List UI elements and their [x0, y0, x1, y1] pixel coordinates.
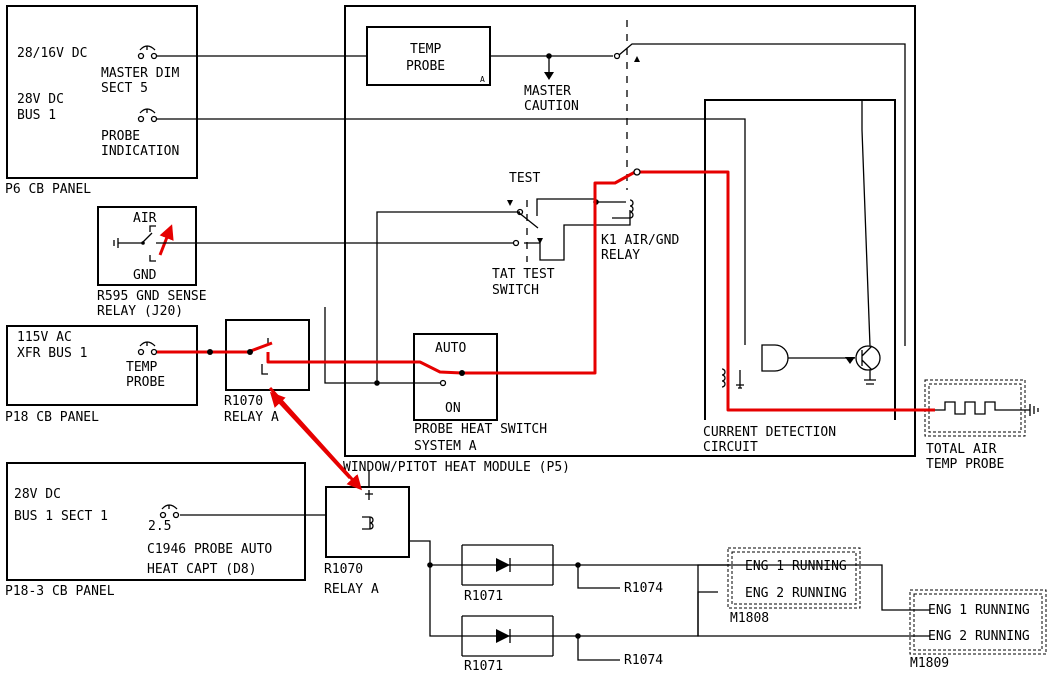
m1808-eng2: ENG 2 RUNNING: [745, 586, 847, 601]
probe-indication-breaker-label2: INDICATION: [101, 144, 179, 159]
tat-probe-label2: TEMP PROBE: [926, 457, 1004, 472]
p6-panel-label: P6 CB PANEL: [5, 182, 91, 197]
p18-3-bus-line2: BUS 1 SECT 1: [14, 509, 108, 524]
probe-heat-switch-box: [413, 333, 498, 421]
r1070-upper-label1: R1070: [224, 394, 263, 409]
test-label: TEST: [509, 171, 540, 186]
and-gate-icon: [761, 344, 789, 372]
module-label: WINDOW/PITOT HEAT MODULE (P5): [343, 460, 570, 475]
diode-upper: R1071 R1074: [461, 544, 663, 604]
black-wiring: [156, 20, 930, 637]
window-pitot-heat-module: WINDOW/PITOT HEAT MODULE (P5) TEMP PROBE…: [343, 5, 916, 475]
master-caution-label2: CAUTION: [524, 99, 579, 114]
highlighted-current-path: [157, 168, 935, 491]
p18-cb-panel: 115V AC XFR BUS 1 TEMP PROBE P18 CB PANE…: [5, 325, 198, 425]
r1074-lower-label: R1074: [624, 653, 663, 668]
r1071-upper-label: R1071: [464, 589, 503, 604]
master-dim-breaker-label2: SECT 5: [101, 81, 148, 96]
m1808-eng1: ENG 1 RUNNING: [745, 559, 847, 574]
gnd-sense-air-label: AIR: [133, 211, 157, 226]
temp-probe-tag: A: [480, 75, 485, 84]
p18-3-breaker-rating: 2.5: [148, 519, 171, 534]
p18-3-breaker-label1: C1946 PROBE AUTO: [147, 542, 272, 557]
master-caution-arrow-icon: [544, 72, 554, 80]
k1-relay-label1: K1 AIR/GND: [601, 233, 679, 248]
r1070-relay-upper: R1070 RELAY A: [224, 319, 310, 425]
p18-3-bus-line1: 28V DC: [14, 487, 61, 502]
transistor-icon: [855, 345, 881, 371]
gnd-sense-label-line2: RELAY (J20): [97, 304, 183, 319]
tat-probe-label1: TOTAL AIR: [926, 442, 997, 457]
current-detection-box: [704, 99, 896, 420]
tat-test-switch-label1: TAT TEST: [492, 267, 555, 282]
gnd-sense-gnd-label: GND: [133, 268, 157, 283]
relay-link-arrow-up: [269, 391, 352, 480]
detection-coil-icon: [721, 368, 744, 389]
r1071-lower-label: R1071: [464, 659, 503, 674]
p18-bus-line1: 115V AC: [17, 330, 72, 345]
m1809-label: M1809: [910, 656, 949, 671]
p18-3-cb-panel: 28V DC BUS 1 SECT 1 2.5 C1946 PROBE AUTO…: [5, 462, 306, 599]
probe-heat-on-label: ON: [445, 401, 461, 416]
m1809-module: ENG 1 RUNNING ENG 2 RUNNING M1809: [909, 589, 1047, 671]
temp-probe-label2: PROBE: [406, 59, 445, 74]
probe-heat-auto-label: AUTO: [435, 341, 466, 356]
p18-panel-label: P18 CB PANEL: [5, 410, 99, 425]
m1809-eng2: ENG 2 RUNNING: [928, 629, 1030, 644]
p18-3-breaker-label2: HEAT CAPT (D8): [147, 562, 257, 577]
temp-probe-label1: TEMP: [410, 42, 441, 57]
tat-test-switch-label2: SWITCH: [492, 283, 539, 298]
r1074-upper-label: R1074: [624, 581, 663, 596]
probe-indication-breaker-icon: [137, 108, 158, 123]
m1808-label: M1808: [730, 611, 769, 626]
r1070-lower-label1: R1070: [324, 562, 363, 577]
p18-bus-line2: XFR BUS 1: [17, 346, 87, 361]
total-air-temp-probe: TOTAL AIR TEMP PROBE: [924, 379, 1039, 472]
r1070-lower-label2: RELAY A: [324, 582, 379, 597]
probe-heat-switch-label2: SYSTEM A: [414, 439, 477, 454]
diode-lower: R1071 R1074: [461, 615, 663, 674]
p6-bus2-line2: BUS 1: [17, 108, 56, 123]
temp-probe-breaker-label2: PROBE: [126, 375, 165, 390]
r1070-upper-label2: RELAY A: [224, 410, 279, 425]
relay-lower-contact: [365, 490, 373, 500]
p6-bus1-line1: 28/16V DC: [17, 46, 87, 61]
probe-auto-breaker-icon: [159, 504, 180, 519]
m1808-module: ENG 1 RUNNING ENG 2 RUNNING M1808: [727, 547, 861, 626]
current-detection-label1: CURRENT DETECTION: [703, 425, 836, 440]
p6-cb-panel: 28/16V DC 28V DC BUS 1 MASTER DIM SECT 5…: [5, 5, 198, 197]
p6-bus2-line1: 28V DC: [17, 92, 64, 107]
current-detection-label2: CIRCUIT: [703, 440, 758, 455]
k1-relay-label2: RELAY: [601, 248, 640, 263]
relay-lower-coil-icon: [362, 516, 374, 530]
temp-probe-breaker-label1: TEMP: [126, 360, 157, 375]
master-dim-breaker-label1: MASTER DIM: [101, 66, 179, 81]
gnd-sense-label-line1: R595 GND SENSE: [97, 289, 207, 304]
p18-3-panel-label: P18-3 CB PANEL: [5, 584, 115, 599]
m1809-eng1: ENG 1 RUNNING: [928, 603, 1030, 618]
probe-indication-breaker-label1: PROBE: [101, 129, 140, 144]
temp-probe-breaker-icon: [137, 341, 158, 356]
master-dim-breaker-icon: [137, 45, 158, 60]
probe-heat-switch-label1: PROBE HEAT SWITCH: [414, 422, 547, 437]
gnd-sense-relay: AIR GND R595 GND SENSE RELAY (J20): [97, 206, 207, 319]
master-caution-label1: MASTER: [524, 84, 571, 99]
gnd-sense-actuation-arrow: [158, 224, 174, 256]
r1070-relay-lower: R1070 RELAY A: [324, 486, 410, 597]
